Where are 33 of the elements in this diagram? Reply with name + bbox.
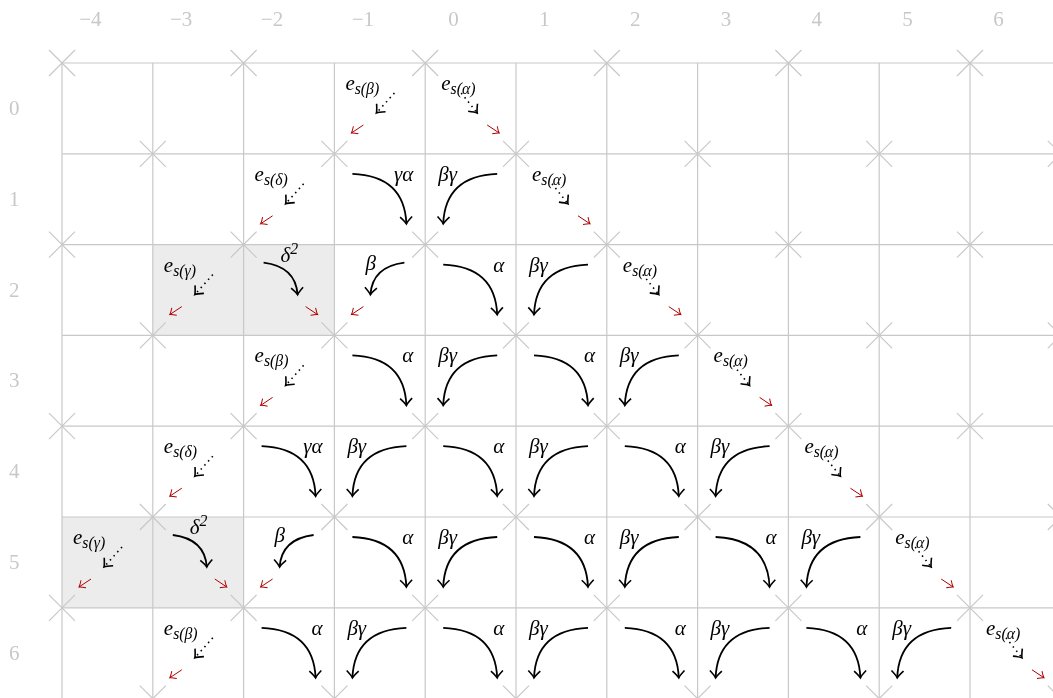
- arrow-label: α: [673, 436, 687, 458]
- arrow-label: βγ: [437, 345, 458, 367]
- arrow-label: βγ: [346, 436, 368, 458]
- arrow-label: α: [401, 527, 415, 548]
- arrow-label: γα: [302, 436, 324, 458]
- arrow-label: βγ: [437, 163, 458, 185]
- arrow-label: α: [492, 617, 506, 639]
- arrow-label: βγ: [437, 527, 458, 548]
- identity-label: e$_{s(α)}$: [803, 436, 840, 458]
- arrow-label: βγ: [528, 617, 549, 639]
- arrow-label: βγ: [528, 254, 549, 276]
- arrow-label: α: [492, 254, 506, 276]
- arrow-label: α: [673, 617, 687, 639]
- arrow-label: βγ: [800, 527, 822, 548]
- arrow-label: α: [492, 436, 506, 458]
- arrow-label: γα: [393, 163, 415, 185]
- arrow-label: α: [582, 345, 596, 367]
- arrow-label: β: [273, 525, 287, 546]
- arrow-label: δ$^{2}$: [188, 517, 209, 538]
- arrow-label: α: [582, 527, 596, 548]
- arrow-label: β: [364, 252, 377, 274]
- arrow-label: α: [855, 617, 869, 639]
- arrow-label: δ$^{2}$: [279, 244, 300, 266]
- arrow-label: α: [310, 617, 324, 639]
- arrow-label: βγ: [618, 527, 640, 548]
- arrow-label: βγ: [618, 345, 640, 367]
- arrow-label: βγ: [709, 617, 731, 639]
- arrow-label: α: [764, 527, 778, 548]
- arrow-label: βγ: [891, 617, 912, 639]
- arrow-label: α: [401, 345, 415, 367]
- arrow-label: βγ: [528, 436, 549, 458]
- arrow-label: βγ: [346, 617, 368, 639]
- arrow-label: βγ: [709, 436, 731, 458]
